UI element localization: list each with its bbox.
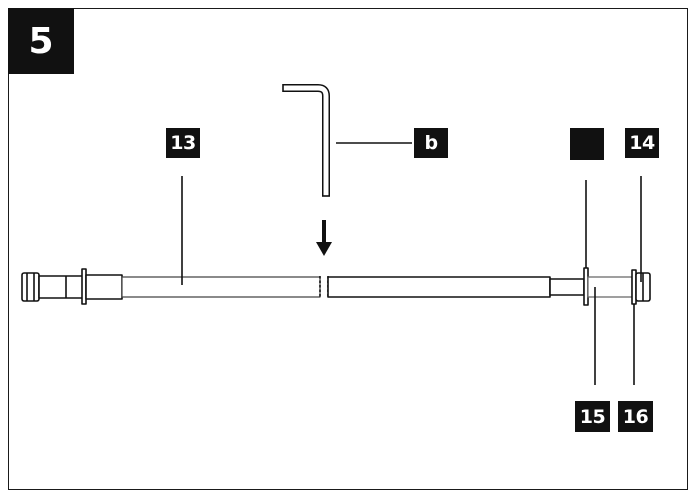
allen-key-icon (283, 84, 330, 196)
allen-key-icon (283, 85, 329, 196)
arrow-down-icon (316, 220, 332, 256)
diagram-frame (8, 8, 688, 490)
axle-rod (327, 276, 551, 298)
left-shaft-end (38, 275, 85, 299)
step-number: 5 (8, 8, 74, 74)
label-part-16: 16 (618, 401, 653, 432)
spacer-tube-13 (85, 274, 123, 300)
label-blank (570, 128, 604, 160)
label-part-15: 15 (575, 401, 610, 432)
label-part-14: 14 (625, 128, 659, 158)
left-bolt-head (21, 272, 40, 302)
label-tool-b: b (414, 128, 448, 158)
main-tube-13 (121, 276, 321, 298)
axle-collar (549, 278, 585, 296)
label-part-13: 13 (166, 128, 200, 158)
